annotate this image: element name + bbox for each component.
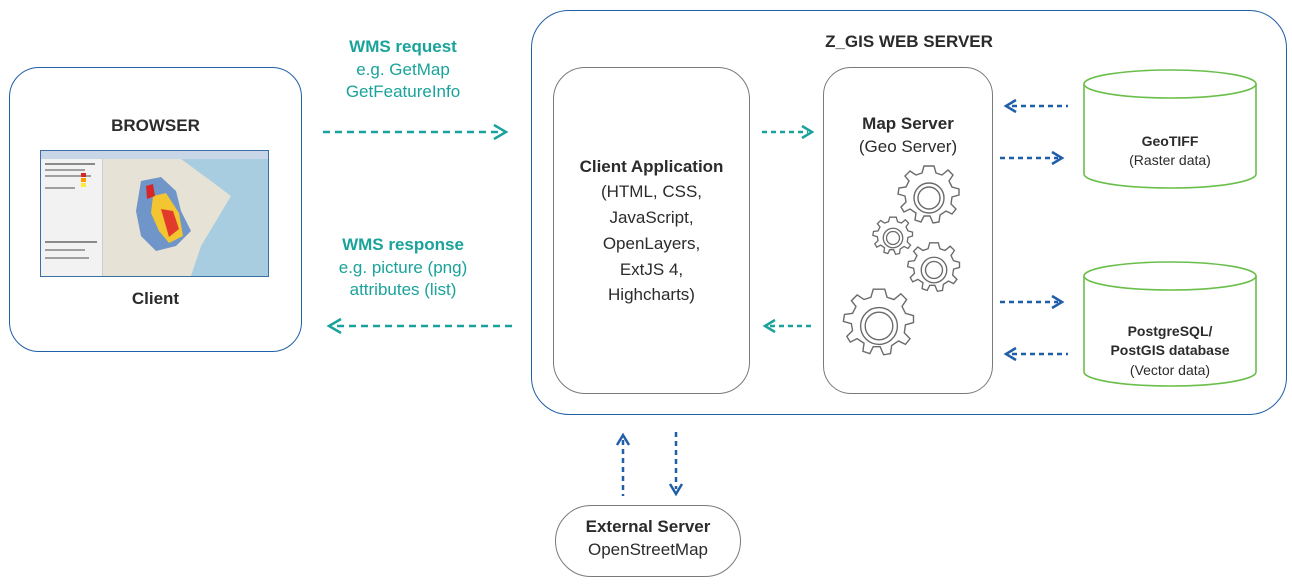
external-server-title: External Server (585, 517, 711, 536)
external-server-box (555, 505, 741, 577)
map-server-subtitle: (Geo Server) (858, 137, 958, 156)
client-application-title: Client Application (579, 157, 724, 176)
client-application-box (553, 67, 750, 394)
postgres-title-line1: PostgreSQL/ (1127, 323, 1213, 339)
postgres-subtitle: (Vector data) (1129, 362, 1211, 378)
gear-icon (872, 216, 914, 255)
client-application-line: Highcharts) (608, 285, 695, 304)
geotiff-title: GeoTIFF (1141, 133, 1199, 149)
web-server-box (531, 10, 1287, 415)
wms-response-line2: attributes (list) (349, 280, 457, 299)
browser-box (9, 67, 302, 352)
wms-request-arrow (323, 123, 509, 141)
postgres-to-mapserver-arrow (1003, 346, 1068, 362)
postgres-title-line2: PostGIS database (1110, 342, 1230, 358)
client-application-line: (HTML, CSS, (600, 182, 703, 201)
wms-response-arrow (326, 317, 512, 335)
client-application-line: JavaScript, (609, 208, 694, 227)
client-application-line: OpenLayers, (602, 234, 701, 253)
map-server-box (823, 67, 993, 394)
wms-request-label: WMS request (349, 37, 457, 56)
postgres-cylinder (1083, 261, 1257, 387)
mapserver-to-geotiff-arrow (1000, 150, 1065, 166)
gear-icon (897, 165, 960, 224)
wms-response-line1: e.g. picture (png) (338, 258, 468, 277)
external-up-arrow (615, 432, 631, 496)
mapserver-to-client-arrow (762, 318, 812, 334)
client-to-mapserver-arrow (762, 124, 815, 140)
geotiff-subtitle: (Raster data) (1129, 152, 1211, 168)
geotiff-cylinder (1083, 69, 1257, 189)
browser-title: BROWSER (111, 116, 200, 135)
wms-response-label: WMS response (342, 235, 464, 254)
wms-request-line1: e.g. GetMap (356, 60, 450, 79)
external-down-arrow (668, 432, 684, 497)
external-server-subtitle: OpenStreetMap (587, 540, 708, 559)
web-server-title: Z_GIS WEB SERVER (825, 32, 993, 51)
browser-caption: Client (131, 289, 180, 308)
wms-request-line2: GetFeatureInfo (345, 82, 461, 101)
gear-icon (842, 288, 915, 356)
browser-map-screenshot (40, 150, 269, 277)
map-thumbnail-image (41, 151, 268, 276)
map-server-title: Map Server (862, 114, 954, 133)
client-application-line: ExtJS 4, (619, 260, 684, 279)
geotiff-to-mapserver-arrow (1003, 98, 1068, 114)
gear-icon (906, 242, 961, 293)
mapserver-to-postgres-arrow (1000, 294, 1065, 310)
